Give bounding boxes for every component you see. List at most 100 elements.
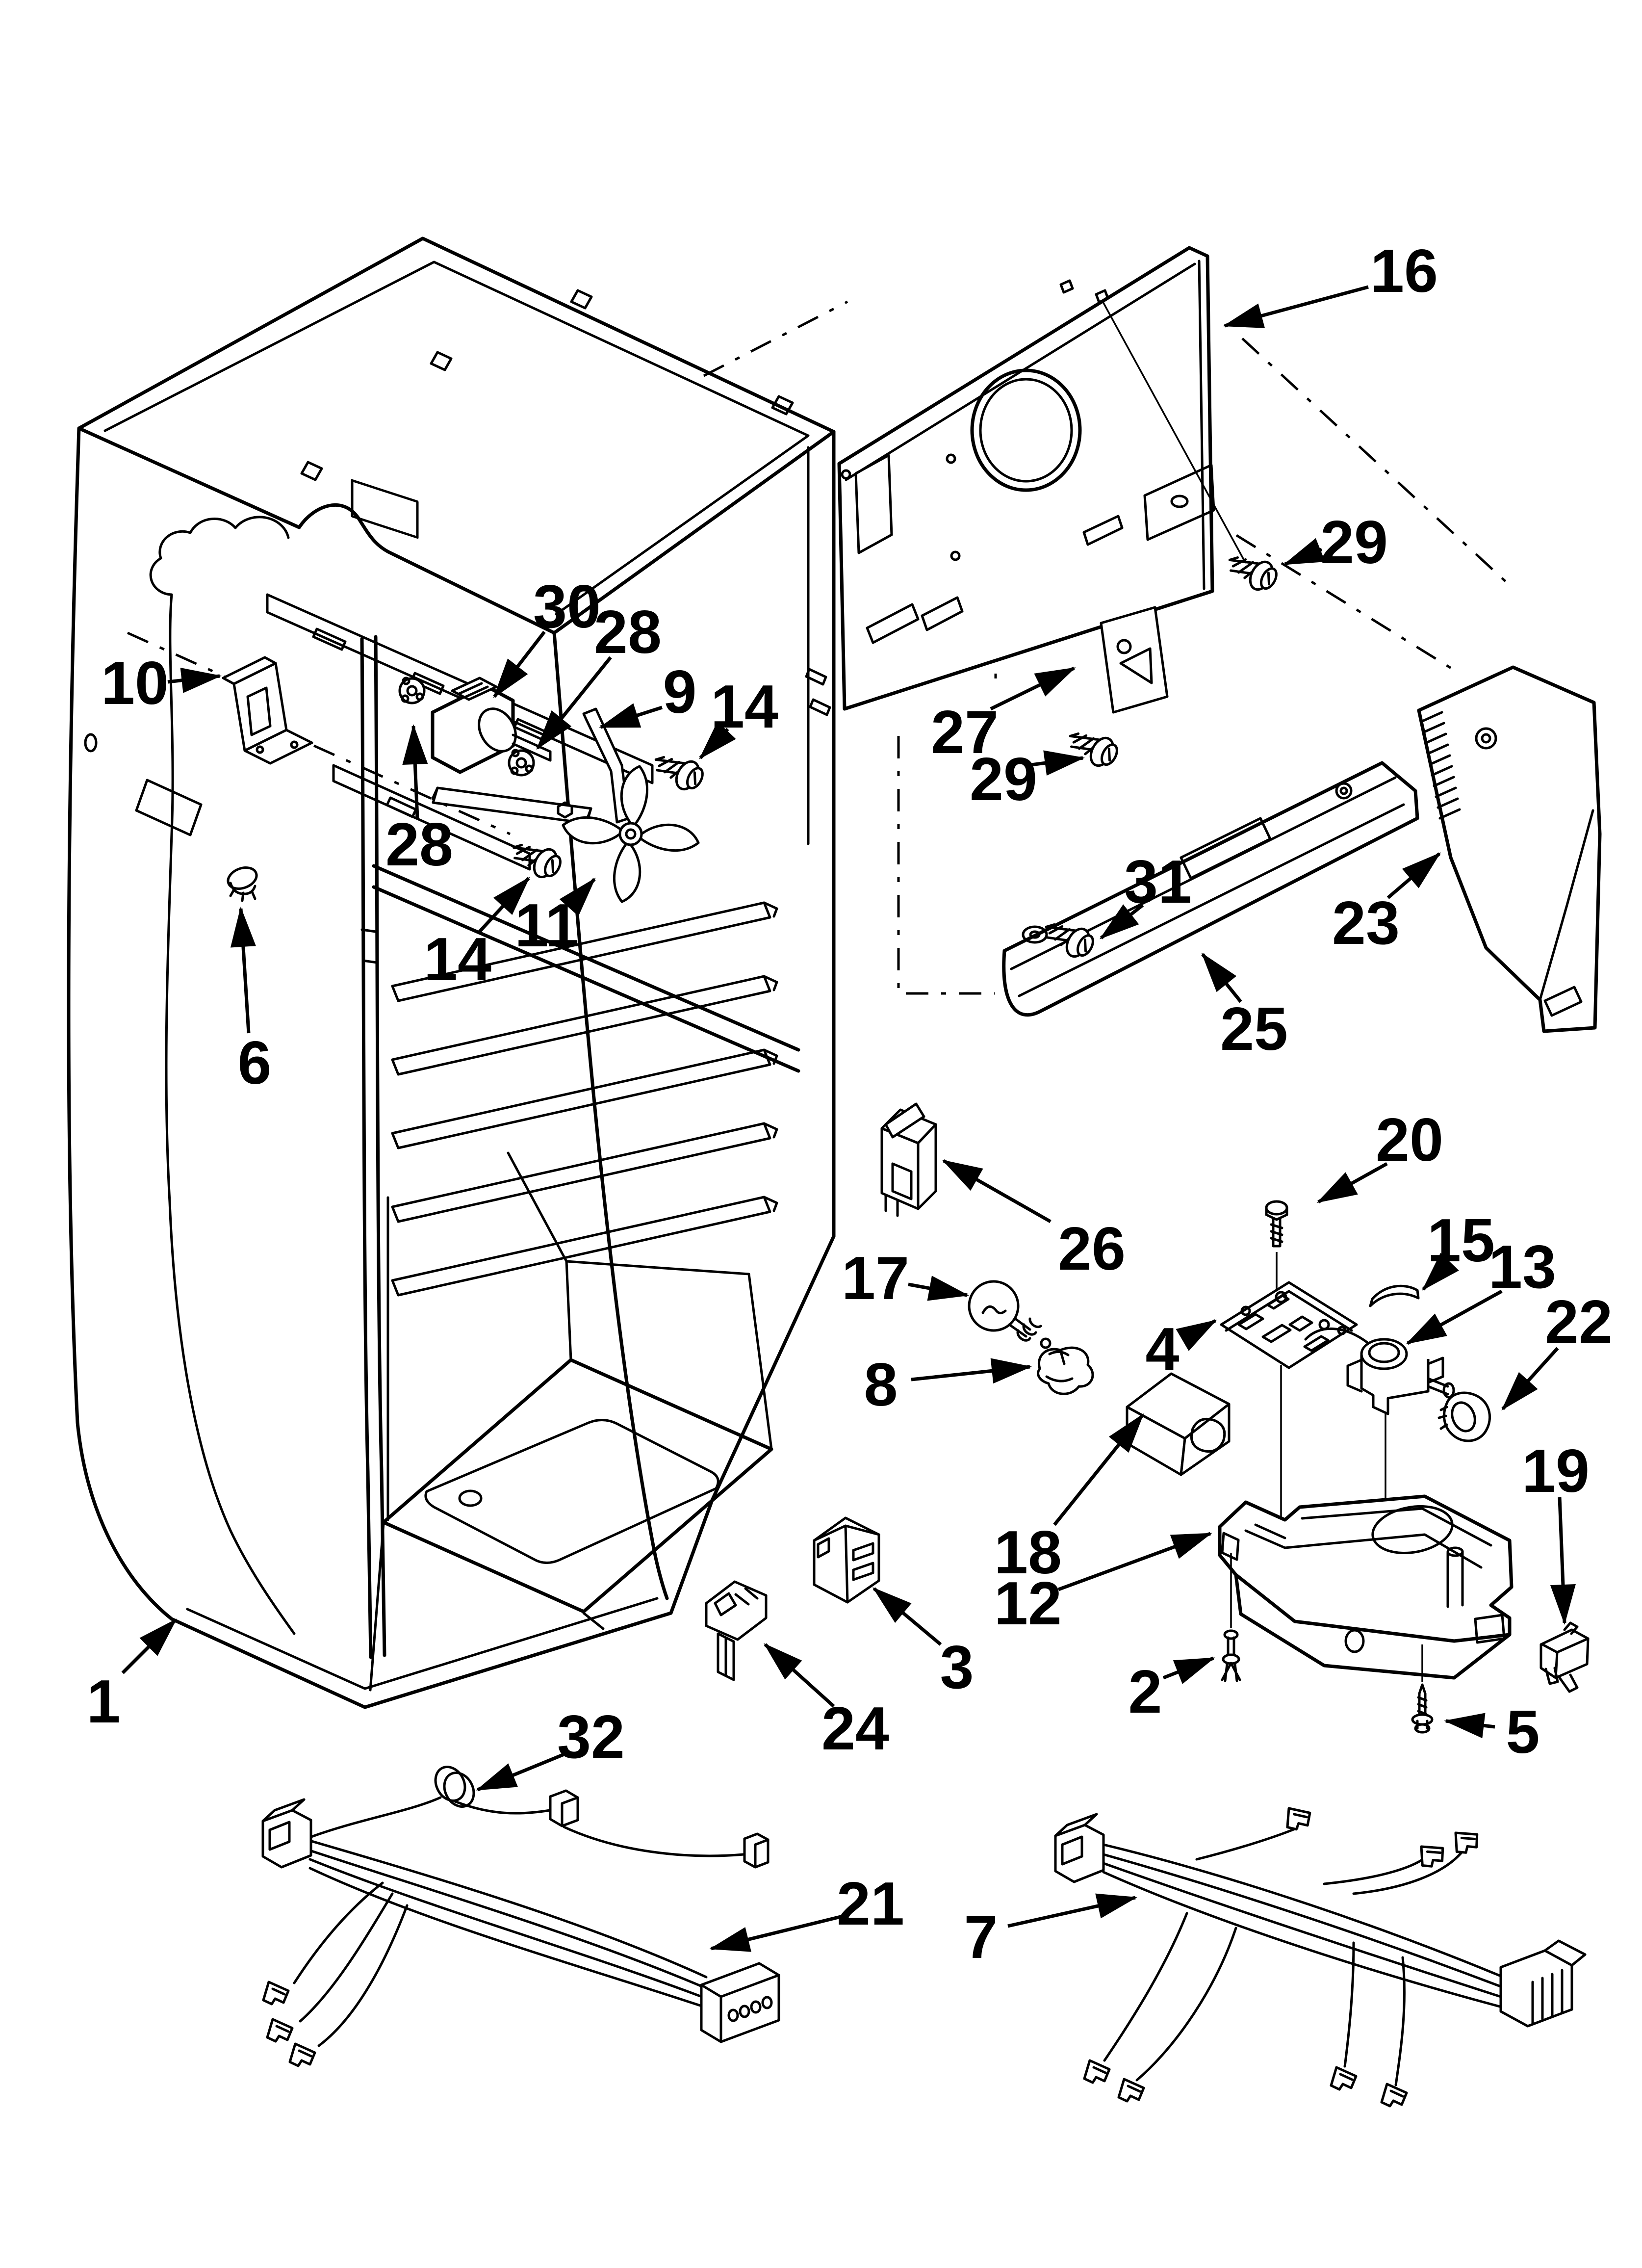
arrow-28 (402, 724, 428, 819)
arrow-3 (872, 1587, 942, 1646)
arrow-29 (1027, 750, 1085, 776)
arrow-22 (1501, 1347, 1559, 1410)
terminal-icon (1451, 1826, 1482, 1855)
control-cover-23 (1417, 665, 1602, 1033)
knob-icon (1437, 1391, 1491, 1442)
callout-29-label: 29 (1320, 509, 1388, 576)
clip-3-icon (813, 1516, 880, 1604)
callout-24-label: 24 (821, 1695, 889, 1763)
arrow-13 (1406, 1289, 1503, 1345)
fan-blade-icon (563, 766, 698, 902)
arrow-1 (121, 1618, 177, 1674)
light-shield-icon (1126, 1372, 1231, 1476)
air-duct-25 (1002, 761, 1419, 1017)
terminal-icon (1283, 1804, 1312, 1831)
terminal-icon (263, 1982, 288, 2004)
terminal-icon (1331, 2067, 1356, 2089)
arrow-16 (1223, 285, 1369, 328)
terminal-icon (1382, 2084, 1407, 2106)
callout-29-label: 29 (970, 746, 1037, 813)
callout-14-label: 14 (711, 673, 778, 741)
callout-3-label: 3 (940, 1634, 974, 1701)
terminal-icon (1119, 2079, 1144, 2101)
harness-wires (1102, 1843, 1505, 2008)
clip-15-icon (1369, 1284, 1420, 1307)
callout-2-label: 2 (1129, 1658, 1162, 1726)
grommet-icon (508, 749, 535, 777)
callout-28-label: 28 (385, 811, 453, 879)
arrow-27 (990, 666, 1076, 711)
callout-26-label: 26 (1058, 1215, 1126, 1283)
wire-harness-7 (1054, 1804, 1587, 2106)
arrow-5 (1444, 1713, 1495, 1739)
plug-icon (227, 866, 258, 902)
screw-icon (649, 746, 707, 795)
callout-17-label: 17 (842, 1245, 909, 1312)
callout-11-label: 11 (514, 892, 579, 960)
arrow-21 (709, 1914, 843, 1952)
arrow-23 (1386, 852, 1441, 899)
arrow-15 (1422, 1252, 1459, 1291)
arrow-11 (559, 878, 596, 916)
clip-26-icon (880, 1102, 937, 1217)
callout-23-label: 23 (1332, 889, 1400, 957)
callout-28-label: 28 (594, 599, 662, 666)
evaporator-slats (391, 901, 778, 1297)
arrow-30 (493, 630, 546, 699)
grommet-32-icon (434, 1766, 475, 1808)
callout-31-label: 31 (1124, 848, 1192, 916)
fan-opening (970, 368, 1082, 492)
callout-21-label: 21 (837, 1870, 904, 1938)
callout-16-label: 16 (1370, 237, 1438, 305)
connector-4pin-icon (700, 1962, 780, 2043)
mounting-rail-lower (332, 764, 531, 871)
vent-grille (1421, 711, 1461, 820)
callout-12-label: 12 (994, 1570, 1062, 1638)
connector-icon (1499, 1939, 1587, 2028)
switch-19-icon (1539, 1621, 1590, 1693)
arrow-2 (1162, 1656, 1215, 1684)
callout-25-label: 25 (1220, 995, 1288, 1063)
harness-wires (308, 1839, 708, 2008)
callout-14-label: 14 (424, 926, 491, 993)
arrow-19 (1550, 1497, 1576, 1625)
arrow-9 (599, 703, 663, 729)
bulb-socket-icon (1037, 1346, 1094, 1395)
callout-19-label: 19 (1522, 1437, 1590, 1505)
connector-icon (1054, 1813, 1105, 1883)
callout-18-label: 18 (994, 1519, 1062, 1587)
arrow-8 (911, 1358, 1032, 1384)
callout-6-label: 6 (238, 1029, 272, 1097)
bracket-10-icon (222, 656, 313, 765)
terminal-icon (290, 2044, 315, 2066)
screw-icon (1223, 546, 1281, 595)
terminal-icon (1416, 1840, 1447, 1869)
terminal-icon (267, 2019, 292, 2041)
mullion (360, 637, 373, 1659)
callout-32-label: 32 (557, 1703, 625, 1771)
arrow-18 (1053, 1413, 1144, 1526)
callout-8-label: 8 (864, 1351, 898, 1419)
back-wall-slot (351, 479, 419, 539)
arrow-14 (477, 877, 530, 935)
screw-20-icon (1265, 1200, 1288, 1248)
top-vent-holes (300, 289, 794, 481)
callout-4-label: 4 (1146, 1316, 1180, 1383)
arrow-25 (1201, 952, 1242, 1003)
callout-15-label: 15 (1427, 1207, 1495, 1275)
arrow-7 (1007, 1893, 1137, 1928)
callout-27-label: 27 (931, 699, 999, 766)
arrow-28 (536, 656, 612, 750)
callout-13-label: 13 (1488, 1233, 1556, 1301)
callout-5-label: 5 (1506, 1698, 1540, 1766)
callout-10-label: 10 (101, 650, 169, 717)
arrow-24 (764, 1643, 835, 1708)
arrow-17 (908, 1276, 969, 1301)
cabinet-top-face (77, 236, 836, 635)
fastener-2-icon (1221, 1629, 1241, 1682)
control-housing-icon (1218, 1494, 1514, 1682)
connector-icon (261, 1798, 312, 1869)
switch-24-icon (705, 1580, 768, 1681)
arrow-14 (699, 721, 736, 759)
